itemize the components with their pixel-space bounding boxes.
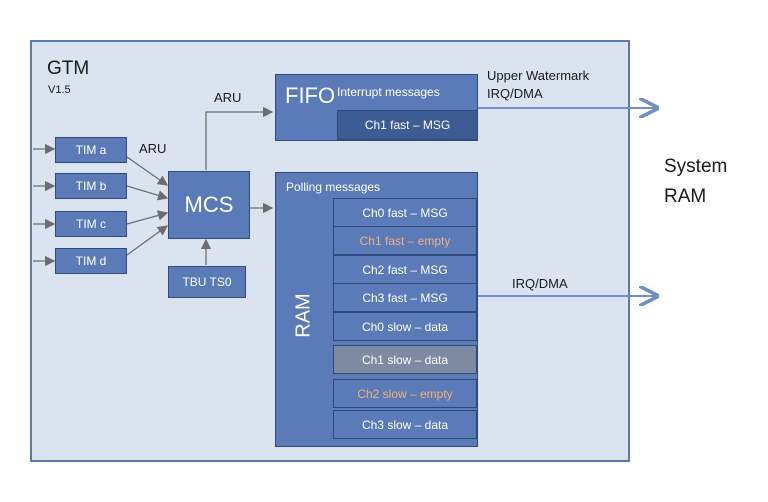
mcs-block: MCS [168, 171, 250, 239]
ram-row: Ch1 slow – data [333, 345, 477, 374]
gtm-title: GTM [47, 58, 90, 79]
system-ram-line1: System [664, 156, 728, 177]
tbu-block: TBU TS0 [168, 266, 246, 298]
irq-dma-ram-label: IRQ/DMA [512, 276, 568, 291]
irq-dma-fifo-label: IRQ/DMA [487, 86, 543, 101]
ram-row: Ch3 slow – data [333, 410, 477, 439]
ram-row: Ch1 fast – empty [333, 226, 477, 255]
fifo-title: FIFO [285, 83, 336, 108]
system-ram-line2: RAM [664, 186, 707, 207]
ram-row: Ch0 fast – MSG [333, 198, 477, 227]
fifo-subtitle: Interrupt messages [337, 85, 440, 99]
tim-d-to-mcs-arrow [126, 225, 169, 256]
tim-a-block: TIM a [55, 137, 127, 163]
ram-row: Ch2 fast – MSG [333, 255, 477, 284]
aru-label-fifo: ARU [214, 90, 242, 105]
ram-row: Ch3 fast – MSG [333, 283, 477, 312]
tim-b-block: TIM b [55, 173, 127, 199]
ram-header: Polling messages [286, 180, 381, 194]
mcs-to-fifo-arrow [205, 106, 274, 170]
ram-title: RAM [292, 292, 315, 338]
fifo-entry: Ch1 fast – MSG [337, 110, 478, 140]
aru-label-tim: ARU [139, 141, 167, 156]
tim-c-to-mcs-arrow [126, 210, 169, 225]
gtm-version: V1.5 [48, 84, 71, 96]
ram-row: Ch0 slow – data [333, 312, 477, 341]
upper-watermark-label: Upper Watermark [487, 68, 590, 83]
tim-b-to-mcs-arrow [126, 185, 169, 201]
tim-d-block: TIM d [55, 248, 127, 274]
tim-c-block: TIM c [55, 211, 127, 237]
tim-a-to-mcs-arrow [126, 156, 169, 186]
ram-row: Ch2 slow – empty [333, 379, 477, 408]
